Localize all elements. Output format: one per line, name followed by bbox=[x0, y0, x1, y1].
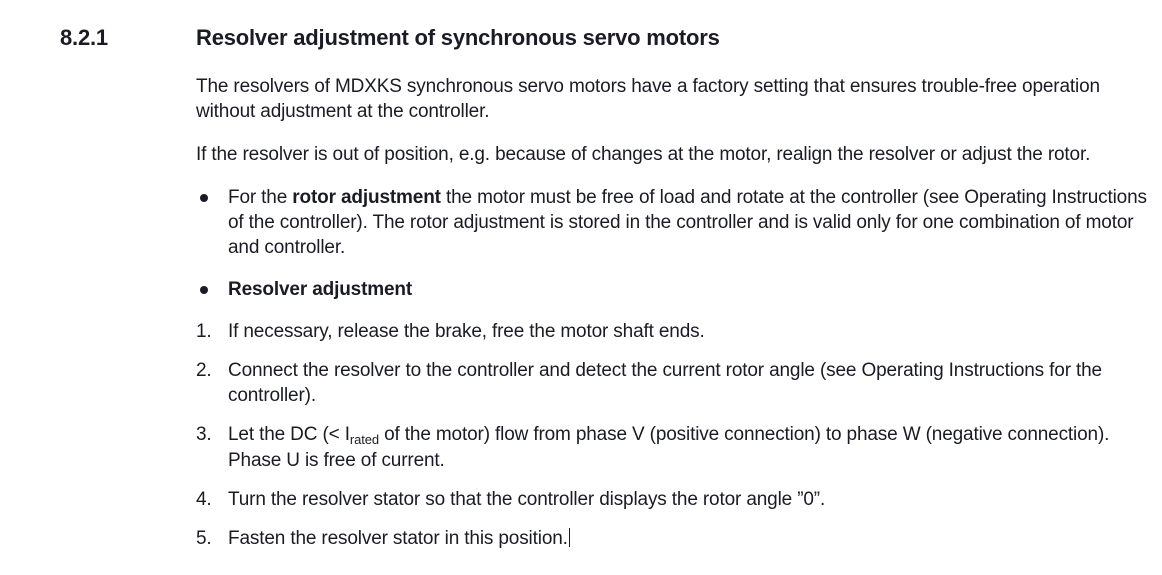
step-number: 5. bbox=[196, 528, 212, 549]
list-item: 1. If necessary, release the brake, free… bbox=[196, 319, 1152, 344]
intro-paragraph-1: The resolvers of MDXKS synchronous servo… bbox=[196, 76, 1100, 122]
subscript-rated: rated bbox=[349, 432, 379, 447]
list-item: 3. Let the DC (< Irated of the motor) fl… bbox=[196, 422, 1152, 473]
bullet-text-lead: For the bbox=[228, 187, 293, 208]
bullet-text-bold: rotor adjustment bbox=[292, 187, 441, 208]
bullet-point-icon bbox=[200, 286, 208, 294]
step-number: 2. bbox=[196, 360, 212, 381]
step-number: 1. bbox=[196, 321, 212, 342]
step-text: Turn the resolver stator so that the con… bbox=[228, 489, 826, 510]
list-item: 4. Turn the resolver stator so that the … bbox=[196, 487, 1152, 512]
bullet-text-bold: Resolver adjustment bbox=[228, 279, 413, 300]
bullet-list: For the rotor adjustment the motor must … bbox=[196, 185, 1152, 302]
step-text: Connect the resolver to the controller a… bbox=[228, 360, 1102, 406]
numbered-step-list: 1. If necessary, release the brake, free… bbox=[196, 319, 1152, 551]
list-item: For the rotor adjustment the motor must … bbox=[196, 185, 1152, 260]
step-text: Fasten the resolver stator in this posit… bbox=[228, 528, 568, 549]
section-number: 8.2.1 bbox=[60, 25, 108, 50]
step-number: 3. bbox=[196, 424, 212, 445]
step-text: If necessary, release the brake, free th… bbox=[228, 321, 705, 342]
list-item: 2. Connect the resolver to the controlle… bbox=[196, 358, 1152, 408]
list-item: Resolver adjustment bbox=[196, 277, 1152, 302]
intro-paragraph-2: If the resolver is out of position, e.g.… bbox=[196, 144, 1091, 165]
step-number: 4. bbox=[196, 489, 212, 510]
document-body: The resolvers of MDXKS synchronous servo… bbox=[196, 74, 1152, 565]
page-title: Resolver adjustment of synchronous servo… bbox=[196, 25, 720, 50]
bullet-point-icon bbox=[200, 194, 208, 202]
section-heading: 8.2.1 Resolver adjustment of synchronous… bbox=[0, 24, 1162, 58]
step-text-lead: Let the DC (< I bbox=[228, 424, 350, 445]
list-item: 5. Fasten the resolver stator in this po… bbox=[196, 526, 1152, 551]
text-cursor-caret bbox=[568, 528, 570, 547]
step-text-tail: of the motor) flow from phase V (positiv… bbox=[228, 424, 1110, 471]
bullet-text-tail: the motor must be free of load and rotat… bbox=[228, 187, 1147, 258]
